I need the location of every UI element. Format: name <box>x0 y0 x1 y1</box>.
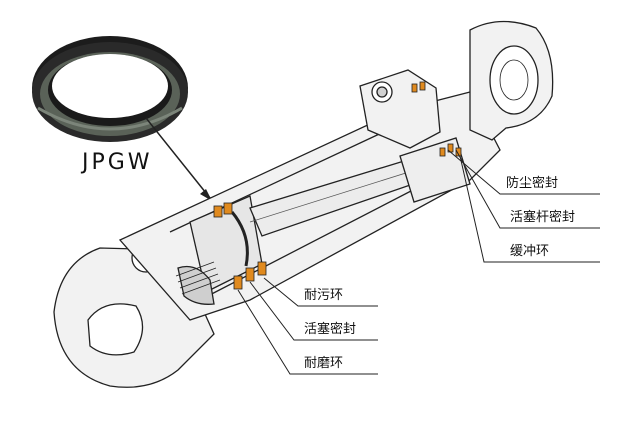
leader-dust-seal <box>447 149 600 195</box>
leader-piston-seal <box>249 281 378 341</box>
callout-dust-seal: 防尘密封 <box>506 176 559 191</box>
callout-piston-seal: 活塞密封 <box>304 322 357 337</box>
dust-seal-mark <box>439 147 446 157</box>
rod-seal-top <box>419 81 426 91</box>
callout-rod-seal: 活塞杆密封 <box>510 210 576 225</box>
piston-seal-top-b <box>223 202 233 215</box>
buffer-ring-mark <box>455 147 462 157</box>
dust-seal-top <box>411 83 418 93</box>
jpgw-pointer-arrow <box>145 117 212 201</box>
callout-wear-ring: 耐磨环 <box>304 356 344 371</box>
piston-seal-top-a <box>213 205 223 218</box>
rod-end-eye <box>469 20 554 141</box>
seal-elements <box>213 81 462 290</box>
callout-anti-fouling-ring: 耐污环 <box>304 288 344 303</box>
anti-fouling-ring-mark <box>257 261 267 276</box>
leader-rod-seal <box>455 149 600 229</box>
cylinder-body <box>118 91 501 321</box>
leader-buffer-ring <box>459 155 600 263</box>
leader-lines <box>237 149 600 375</box>
leader-wear-ring <box>237 289 378 375</box>
leader-anti-fouling-ring <box>263 277 378 307</box>
seal-ring-photo <box>32 36 188 142</box>
wear-ring-mark <box>233 275 243 290</box>
product-label: JPGW <box>82 150 153 175</box>
callout-buffer-ring: 缓冲环 <box>510 244 550 259</box>
piston-seal-mark <box>245 267 255 282</box>
